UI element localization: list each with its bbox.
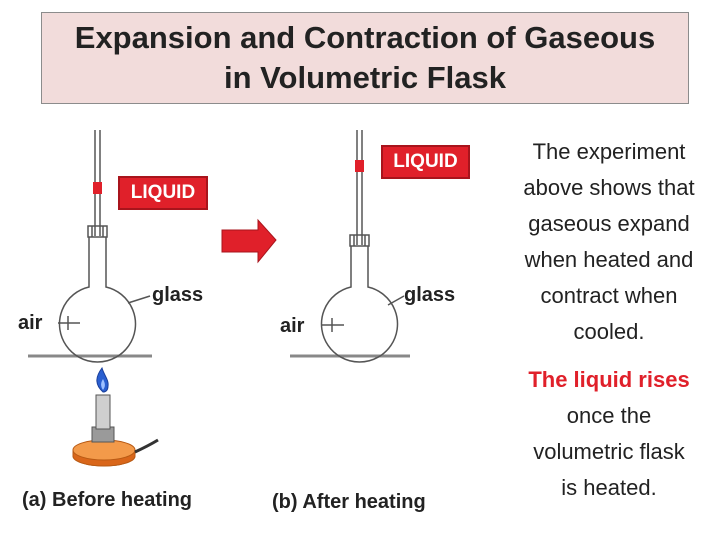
air-label-a: air [18,312,43,334]
explanation-text: The experiment above shows that gaseous … [500,134,718,506]
liquid-drop-b [355,160,364,172]
gas-hose [134,438,159,454]
explanation-line: gaseous expand [528,211,690,236]
explanation-line: volumetric flask [533,439,685,464]
explanation-line: contract when [540,283,678,308]
flask-a-body [58,235,137,363]
liquid-label-a: LIQUID [118,176,208,210]
flask-b-body [320,245,399,363]
air-label-b: air [280,315,305,337]
caption-b: (b) After heating [272,491,426,513]
highlight-text: The liquid rises [528,367,690,392]
flask-b [290,130,410,363]
glass-label-b: glass [404,284,456,306]
explanation-line: once the [566,403,652,428]
flask-a [28,130,152,363]
glass-pointer-b [387,295,405,306]
glass-label-a: glass [152,284,204,306]
liquid-label-b: LIQUID [381,145,470,179]
glass-pointer-a [127,295,151,304]
arrow-right-icon [221,218,277,264]
title-line-2: in Volumetric Flask [224,60,506,95]
burner-tube [95,394,111,430]
explanation-line: The experiment [532,139,686,164]
explanation-line: when heated and [524,247,694,272]
stopper-b [349,234,370,247]
title-box: Expansion and Contraction of Gaseous in … [41,12,689,104]
explanation-line: above shows that [523,175,695,200]
bunsen-burner [72,366,159,467]
title-line-1: Expansion and Contraction of Gaseous [74,20,656,55]
explanation-line: cooled. [573,319,645,344]
liquid-drop-a [93,182,102,194]
stopper-a [87,225,108,238]
explanation-line: is heated. [561,475,657,500]
caption-a: (a) Before heating [22,489,193,511]
